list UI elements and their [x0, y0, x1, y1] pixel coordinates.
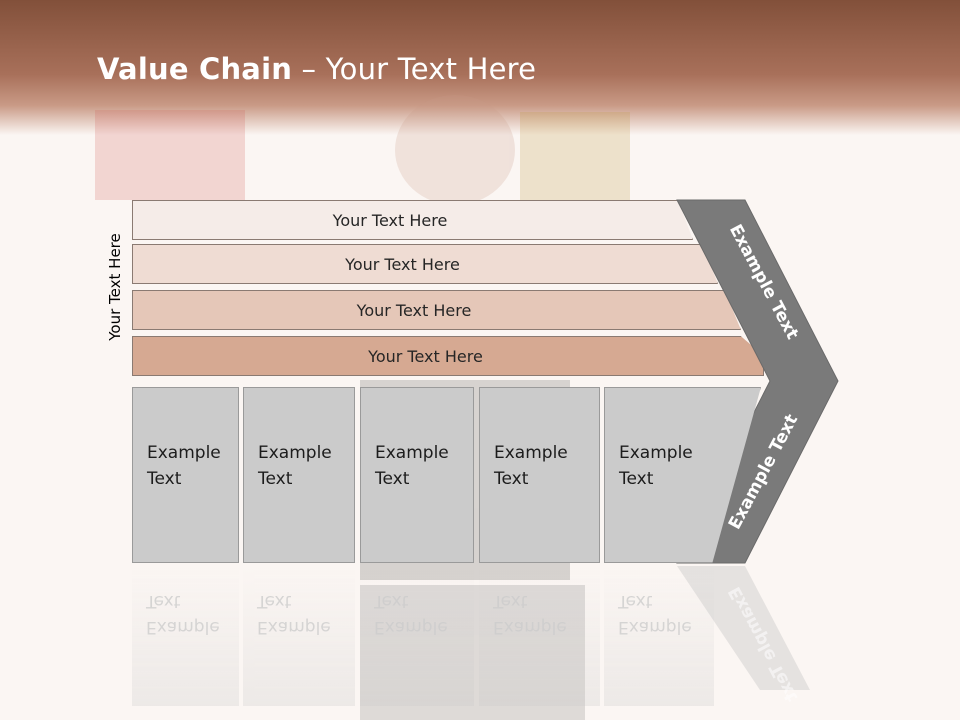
bar-2-label: Your Text Here: [345, 254, 460, 274]
column-2-line2: Text: [258, 469, 293, 489]
bar-1: Your Text Here: [132, 200, 693, 240]
column-2-reflection-line1: Example: [257, 617, 331, 637]
column-4-line2: Text: [494, 469, 529, 489]
column-4-reflection-line2: Text: [493, 591, 528, 611]
bar-4: Your Text Here: [132, 336, 764, 376]
column-5-reflection-line2: Text: [618, 591, 653, 611]
column-2-line1: Example: [258, 443, 332, 463]
column-2-reflection-line2: Text: [257, 591, 292, 611]
column-5-reflection: Example Text: [604, 566, 714, 706]
column-1-reflection-line1: Example: [146, 617, 220, 637]
bar-2: Your Text Here: [132, 244, 718, 284]
title-rest: – Your Text Here: [292, 52, 537, 86]
column-2-reflection: Example Text: [243, 566, 355, 706]
column-2: Example Text: [243, 387, 355, 563]
column-5-line1: Example: [619, 443, 693, 463]
column-3-reflection-line2: Text: [374, 591, 409, 611]
column-3: Example Text: [360, 387, 474, 563]
column-4-line1: Example: [494, 443, 568, 463]
column-3-reflection-line1: Example: [374, 617, 448, 637]
column-4-reflection: Example Text: [479, 566, 600, 706]
column-3-reflection: Example Text: [360, 566, 474, 706]
column-1-line1: Example: [147, 443, 221, 463]
header-band: [0, 0, 960, 135]
column-3-line2: Text: [375, 469, 410, 489]
bar-3: Your Text Here: [132, 290, 741, 330]
bar-1-label: Your Text Here: [332, 210, 448, 230]
slide-title: Value Chain – Your Text Here: [97, 52, 536, 86]
title-bold: Value Chain: [97, 52, 293, 86]
column-3-line1: Example: [375, 443, 449, 463]
bar-3-label: Your Text Here: [356, 300, 472, 320]
column-4: Example Text: [479, 387, 600, 563]
column-1-reflection: Example Text: [132, 566, 239, 706]
bar-4-label: Your Text Here: [368, 346, 483, 366]
column-5-line2: Text: [619, 469, 654, 489]
column-5-reflection-line1: Example: [618, 617, 692, 637]
column-1: Example Text: [132, 387, 239, 563]
column-1-line2: Text: [147, 469, 182, 489]
column-1-reflection-line2: Text: [146, 591, 181, 611]
column-4-reflection-line1: Example: [493, 617, 567, 637]
